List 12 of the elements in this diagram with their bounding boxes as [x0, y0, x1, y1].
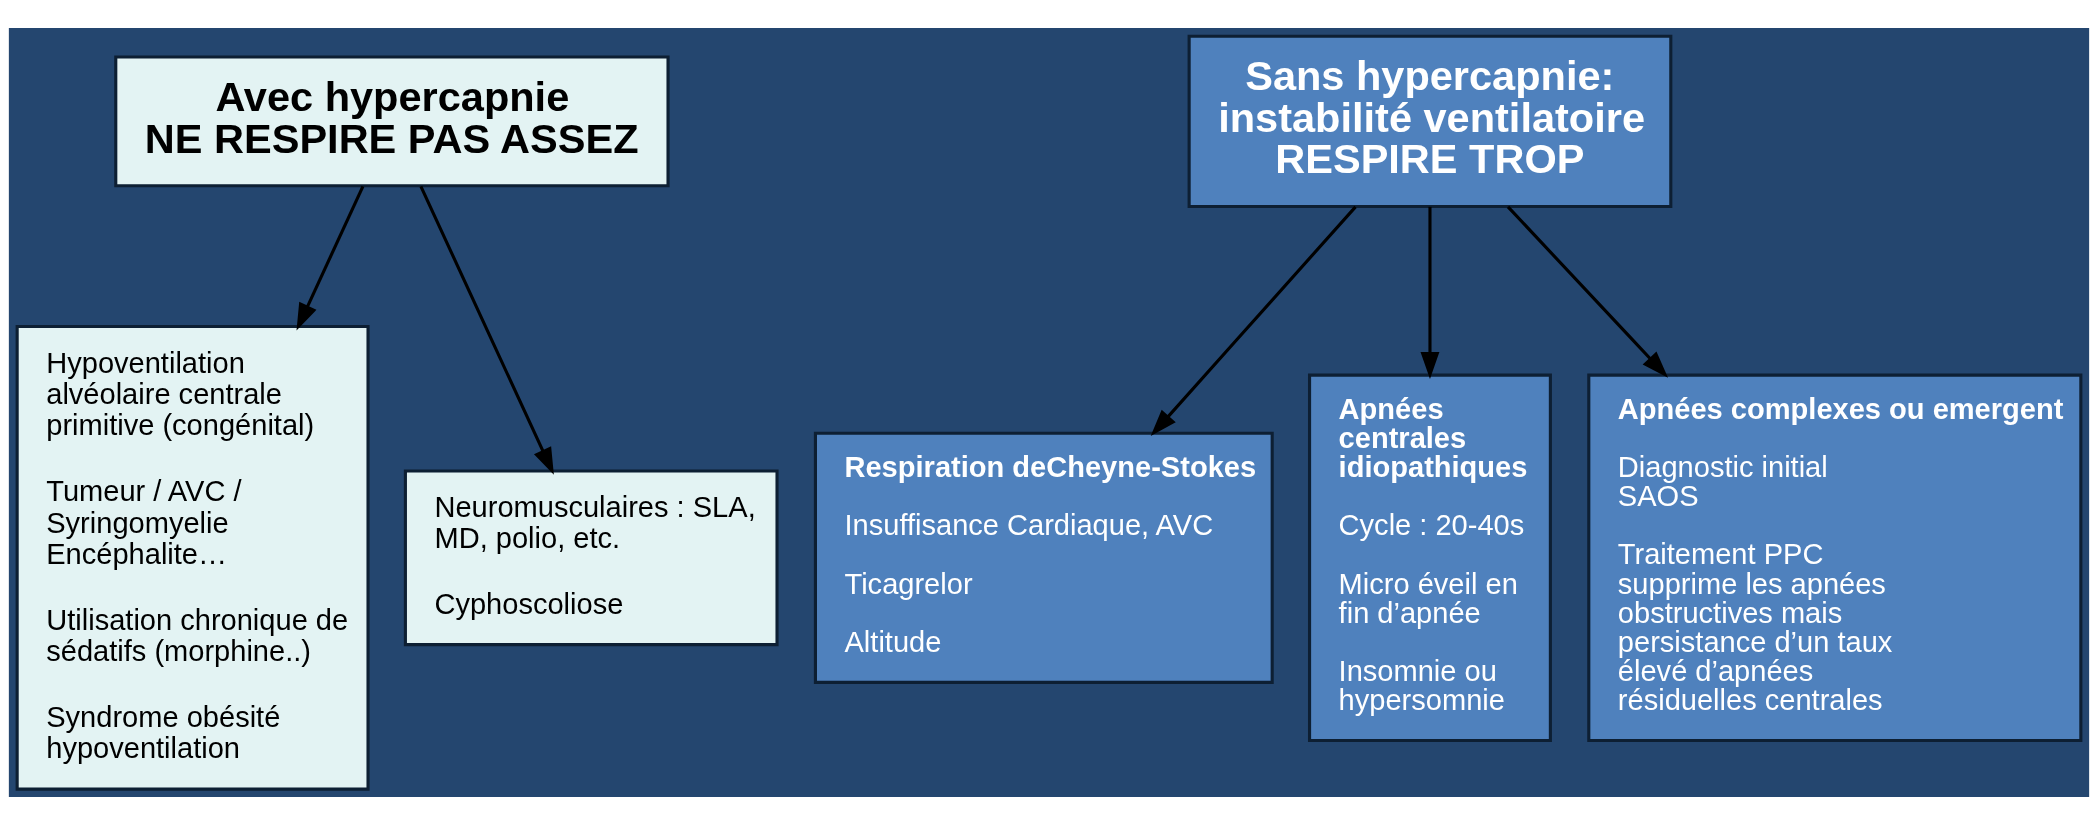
node-box: Avec hypercapnie NE RESPIRE PAS ASSEZ	[114, 55, 670, 188]
node-box: Respiration deCheyne-Stokes Insuffisance Cardiaque, AVC Ticagrelor Altitude	[813, 431, 1274, 684]
node-box: Sans hypercapnie: instabilité ventilatoire RESPIRE TROP	[1187, 34, 1673, 209]
node-box: Neuromusculaires : SLA, MD, polio, etc. Cyphoscoliose	[403, 469, 779, 647]
arrow	[296, 185, 365, 331]
arrow	[1150, 205, 1357, 437]
node-box: Apnées complexes ou emergent Diagnostic initial SAOS Traitement PPC supprime les apnées obstructives mais persistance d’un taux élevé d’apnées résiduelles centrales	[1587, 373, 2083, 743]
arrow	[1506, 205, 1668, 378]
arrow	[419, 185, 554, 475]
arrow	[1420, 206, 1440, 379]
node-box: Hypoventilation alvéolaire centrale primitive (congénital) Tumeur / AVC / Syringomyelie Encéphalite… Utilisation chronique de sédatifs (morphine..) Syndrome obésité hypoventilation	[15, 325, 370, 791]
node-box: Apnées centrales idiopathiques Cycle : 20-40s Micro éveil en fin d’apnée Insomnie ou hypersomnie	[1308, 373, 1552, 743]
